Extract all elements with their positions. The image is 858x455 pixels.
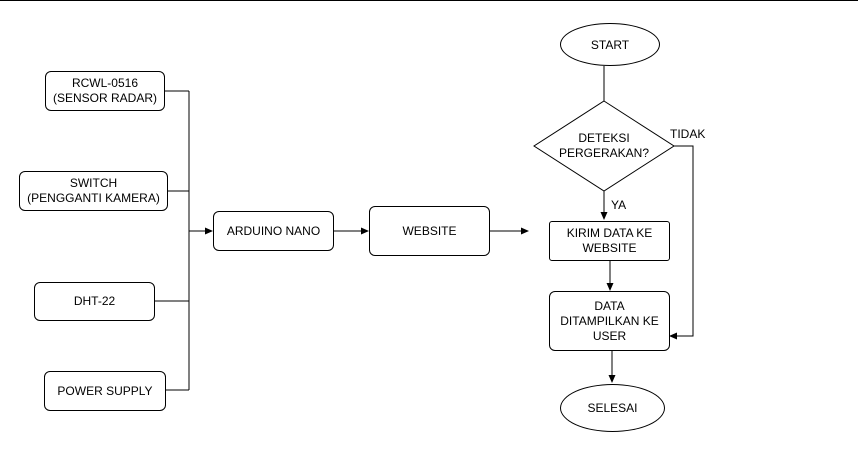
arrow-decision-no <box>669 145 694 340</box>
arduino-nano-block: ARDUINO NANO <box>213 211 334 251</box>
start-terminal: START <box>560 23 660 66</box>
send-data-block: KIRIM DATA KE WEBSITE <box>549 221 670 261</box>
dht22-block: DHT-22 <box>34 282 155 321</box>
power-supply-block: POWER SUPPLY <box>44 371 166 411</box>
website-block: WEBSITE <box>369 206 490 256</box>
decision-label: DETEKSI PERGERAKAN? <box>558 131 650 160</box>
no-label: TIDAK <box>670 127 706 141</box>
switch-block: SWITCH (PENGGANTI KAMERA) <box>19 171 168 211</box>
yes-label: YA <box>611 198 627 212</box>
display-data-block: DATA DITAMPILKAN KE USER <box>549 291 670 351</box>
top-border-line <box>0 0 858 1</box>
rcwl-sensor-block: RCWL-0516 (SENSOR RADAR) <box>45 71 165 111</box>
end-terminal: SELESAI <box>560 384 665 432</box>
